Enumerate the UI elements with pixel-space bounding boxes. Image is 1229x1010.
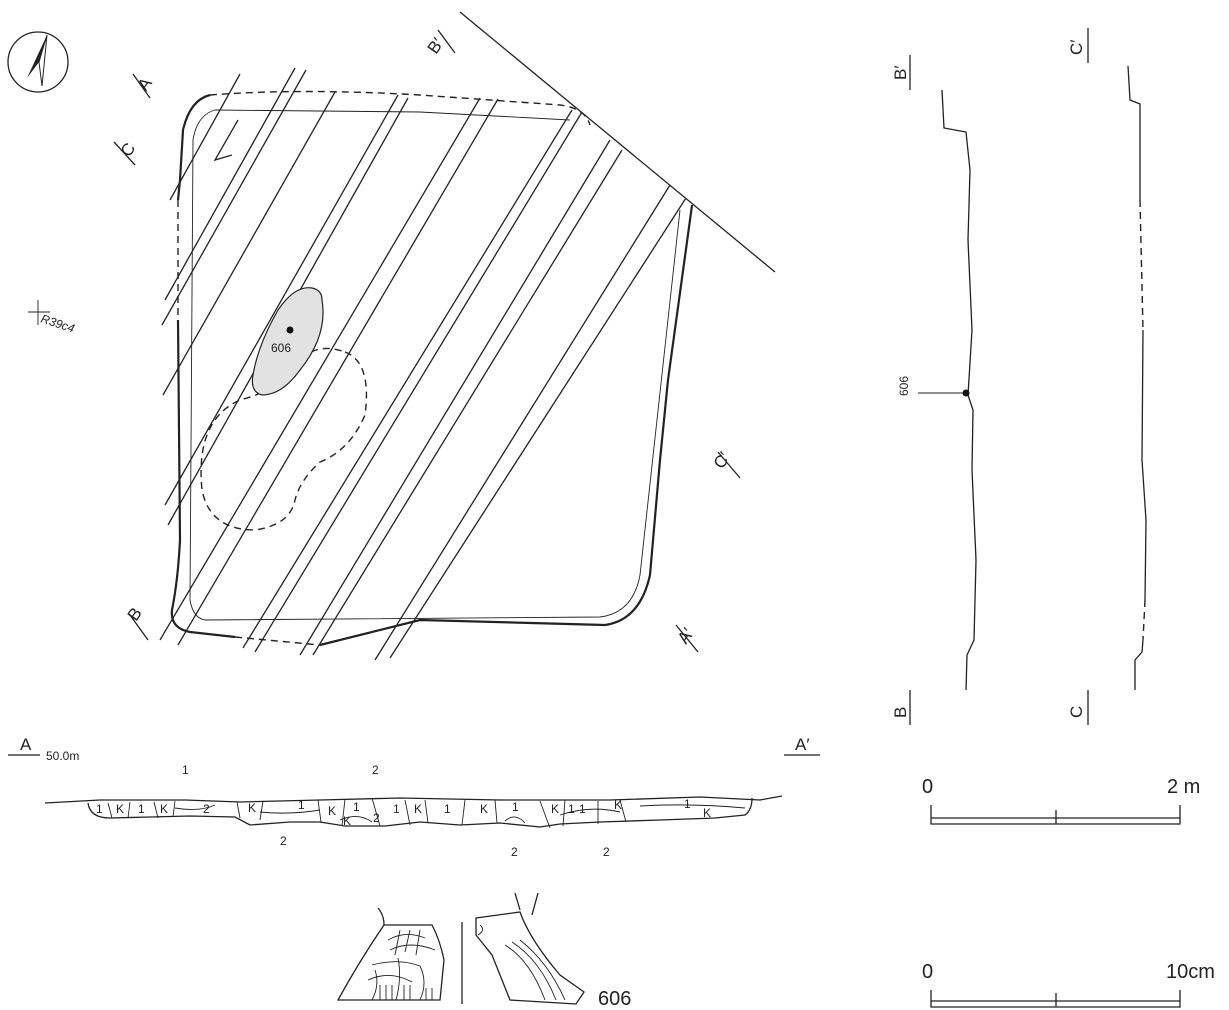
artifact-drawing: 606 [336,892,631,1010]
section-aa-layer-label: K [248,801,256,815]
section-aa-layer-label: 1 [393,802,400,816]
section-bb-artifact-number: 606 [897,376,911,396]
section-aa-layer-label: K [551,802,559,816]
section-aa-layer-label: 2 [372,763,379,777]
plan-section-a-prime-label: A′ [674,624,698,647]
scale-small-end: 10cm [1166,961,1215,983]
section-aa-layer-label: K [328,804,336,818]
section-aa-elevation: 50.0m [46,749,79,763]
section-aa-start-label: A [20,735,32,754]
scale-small-zero: 0 [922,961,933,983]
section-bb-top-label: B′ [891,65,910,80]
section-aa: A 50.0m A′ [8,735,820,859]
north-arrow-icon [7,31,69,93]
plan-artifact-number: 606 [271,341,291,355]
section-aa-layer-label: 1 [353,800,360,814]
section-aa-layer-label: 2 [603,845,610,859]
section-aa-layer-label: K [614,798,622,812]
section-aa-layer-label: K [116,802,124,816]
section-aa-layer-label: 1 [138,802,145,816]
artifact-number-label: 606 [598,988,631,1010]
scale-large-zero: 0 [922,776,933,798]
section-aa-layer-label: 1 [568,802,575,816]
trench-lines [159,11,776,661]
section-aa-layer-label: 1 [182,763,189,777]
section-aa-layer-label: K [480,802,488,816]
section-aa-layer-label: 1 [579,802,586,816]
section-aa-layer-label: 1 [512,800,519,814]
plan-section-c-prime-label: C′ [710,449,734,473]
section-cc-top-label: C′ [1067,40,1086,55]
section-bb: B′ 606 B [891,55,977,725]
plan-section-a-label: A [134,74,156,95]
scale-bar-large: 0 2 m [922,776,1200,825]
section-aa-layer-label: K [160,802,168,816]
section-aa-layer-label: 2 [511,845,518,859]
section-aa-layer-label: 2 [280,834,287,848]
scale-bar-small: 0 10cm [922,961,1215,1008]
section-aa-end-label: A′ [795,735,810,754]
section-aa-layer-label: K [703,806,711,820]
section-aa-layer-label: 2 [203,802,210,816]
section-aa-layer-label: 1 [684,797,691,811]
section-cc-bottom-label: C [1067,706,1086,718]
section-bb-bottom-label: B [891,707,910,718]
plan-view: 606 R39c4 A C B′ C′ A′ B [28,11,776,661]
grid-point-label: R39c4 [39,312,77,336]
scale-large-end: 2 m [1167,776,1200,798]
section-aa-layer-label: K [414,802,422,816]
plan-section-b-label: B [124,604,146,624]
section-aa-layer-label: 1 [96,802,103,816]
section-aa-layer-label: 1 [298,798,305,812]
plan-section-c-label: C [117,139,140,160]
section-cc: C′ C [1067,28,1147,725]
section-aa-layer-label: K [343,814,351,828]
section-aa-layer-label: 1 [444,802,451,816]
section-aa-layer-label: 2 [373,811,380,825]
